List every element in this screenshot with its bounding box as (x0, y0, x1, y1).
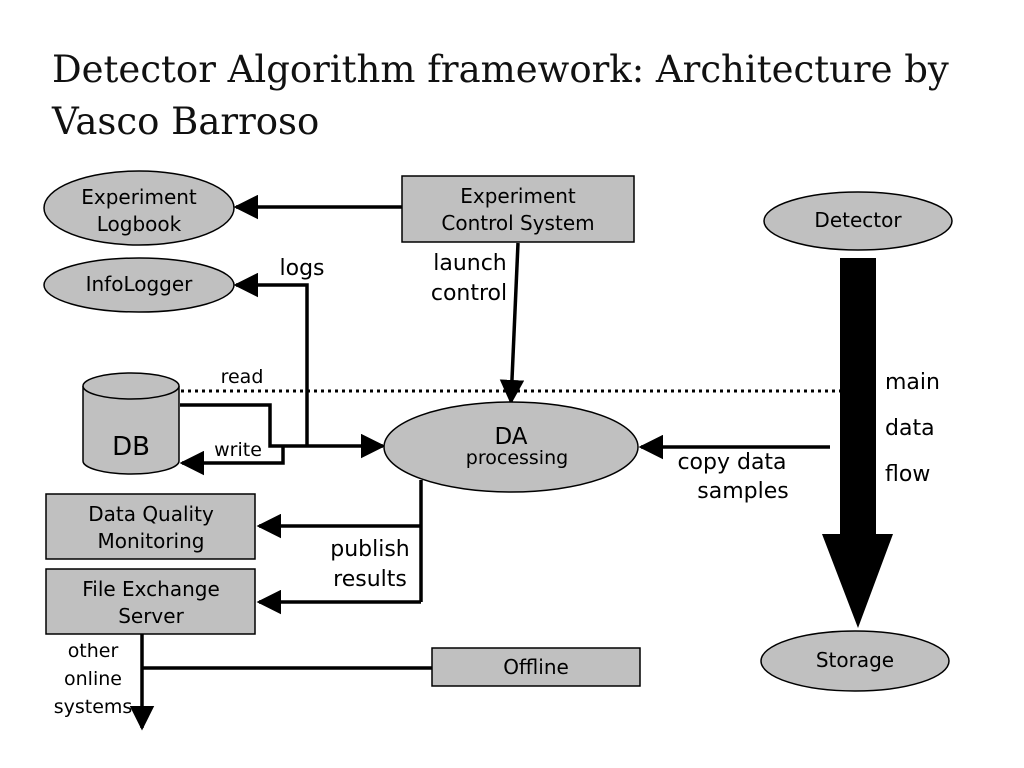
detector-label: Detector (814, 208, 902, 232)
launch-label: launch (433, 251, 507, 276)
storage-label: Storage (816, 648, 894, 672)
other-label: other (68, 640, 119, 662)
results-label: results (333, 567, 407, 592)
read-label: read (221, 366, 264, 388)
slide-title: Detector Algorithm framework: Architectu… (52, 44, 972, 148)
systems-label: systems (54, 696, 133, 718)
flow-label: flow (885, 462, 930, 487)
da-label-1: DA (494, 424, 527, 450)
online-label: online (64, 668, 122, 690)
detector-node: Detector (763, 191, 953, 251)
infologger-label: InfoLogger (86, 272, 194, 296)
data-label: data (885, 416, 935, 441)
db-label: DB (112, 432, 150, 462)
offline-label: Offline (503, 655, 569, 679)
da-to-db-write-arrow (179, 446, 285, 476)
logs-label: logs (280, 256, 325, 281)
dqm-label-1: Data Quality (88, 502, 214, 526)
db-to-da-arrow (180, 403, 386, 459)
control-label: control (431, 281, 507, 306)
fxs-label-1: File Exchange (82, 577, 220, 601)
main-data-flow-arrow (822, 258, 893, 628)
ecs-label-1: Experiment (460, 184, 576, 208)
fxs-label-2: Server (118, 604, 184, 628)
ecs-label-2: Control System (441, 211, 594, 235)
dqm-label-2: Monitoring (98, 529, 205, 553)
ecs-to-da-arrow (499, 242, 525, 405)
write-label: write (214, 439, 262, 461)
samples-label: samples (697, 479, 788, 504)
experiment-control-system-node: Experiment Control System (401, 175, 635, 243)
experiment-logbook-node: Experiment Logbook (43, 170, 235, 246)
storage-node: Storage (760, 630, 950, 692)
file-exchange-server-node: File Exchange Server (45, 568, 256, 635)
db-node: DB (82, 372, 180, 475)
offline-node: Offline (431, 647, 641, 687)
publish-label: publish (330, 537, 410, 562)
data-quality-monitoring-node: Data Quality Monitoring (45, 493, 256, 560)
slide-title-line-1: Detector Algorithm framework: Architectu… (52, 48, 949, 91)
copy-data-label: copy data (677, 450, 786, 475)
da-label-2: processing (466, 447, 568, 469)
experiment-logbook-label-1: Experiment (81, 185, 197, 209)
experiment-logbook-label-2: Logbook (97, 212, 182, 236)
da-processing-node: DA processing (383, 401, 639, 493)
slide-title-line-2: Vasco Barroso (52, 100, 320, 143)
main-label: main (885, 370, 940, 395)
infologger-node: InfoLogger (43, 257, 235, 313)
